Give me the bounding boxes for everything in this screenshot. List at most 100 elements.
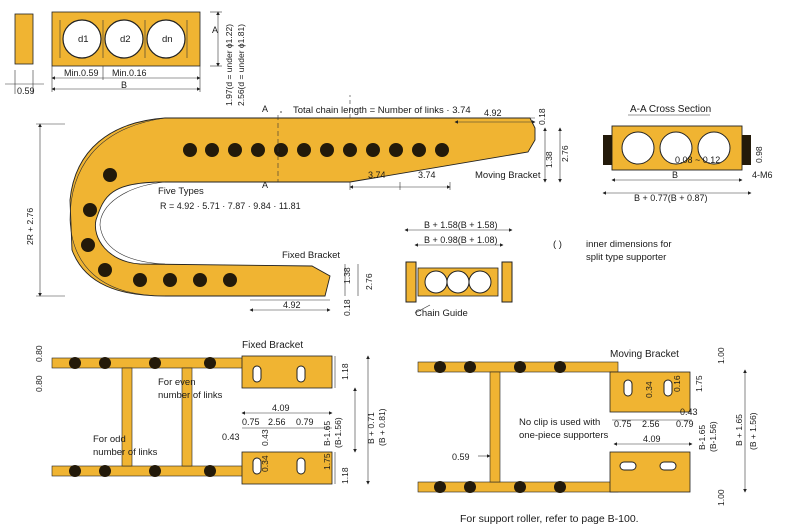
dim-b-156-moving: (B-1.56) (708, 421, 718, 452)
total-length-label: Total chain length = Number of links · 3… (293, 105, 471, 116)
dim-b-077: B + 0.77(B + 0.87) (634, 193, 708, 203)
cross-hole-3 (697, 131, 731, 165)
five-types-label: Five Types (158, 186, 204, 197)
dim-b-158: B + 1.58(B + 1.58) (424, 220, 498, 230)
dim-043-moving: 0.43 (680, 407, 698, 417)
dim-2r-276: 2R + 2.76 (25, 208, 35, 245)
even-links-1: For even (158, 377, 196, 388)
cross-section-title: A-A Cross Section (630, 104, 711, 115)
label-dn: dn (162, 34, 173, 45)
dim-100-top: 1.00 (716, 347, 726, 364)
guide-wall-left (405, 261, 417, 303)
dim-b-156-fixed: (B-1.56) (333, 417, 343, 448)
dim-079-fixed: 0.79 (296, 417, 314, 427)
dim-b-plus-156: (B + 1.56) (748, 412, 758, 450)
dim-409-fixed: 4.09 (272, 403, 290, 413)
dim-b-165-fixed: B-1.65 (322, 421, 332, 446)
dim-492-top: 4.92 (484, 108, 502, 118)
dim-b-071: B + 0.71 (366, 412, 376, 444)
dim-b-plus-165: B + 1.65 (734, 414, 744, 446)
dim-min-059: Min.0.59 (64, 68, 99, 78)
odd-links-2: number of links (93, 447, 158, 458)
note-line-2: split type supporter (586, 252, 666, 263)
chain-side-view: A A Total chain length = Number of links… (25, 95, 570, 316)
link-side-view (14, 13, 34, 65)
dim-256-moving: 2.56 (642, 419, 660, 429)
dim-034-fixed: 0.34 (260, 455, 270, 472)
dim-043-fixed-b: 0.43 (260, 429, 270, 446)
link-circle-d1 (62, 19, 102, 59)
chain-guide: B + 1.58(B + 1.58) B + 0.98(B + 1.08) Ch… (404, 220, 672, 319)
guide-wall-right (501, 261, 513, 303)
moving-bracket-plate-top (609, 371, 691, 413)
dim-492-bottom: 4.92 (283, 300, 301, 310)
chain-guide-label: Chain Guide (415, 308, 468, 319)
chain-link-pins (81, 143, 449, 287)
pitch-374-2: 3.74 (418, 170, 436, 180)
note-line-1: inner dimensions for (586, 239, 672, 250)
dim-b-cross: B (672, 170, 678, 180)
dim-016-moving: 0.16 (672, 375, 682, 392)
dim-409-moving: 4.09 (643, 434, 661, 444)
dim-018-bottom: 0.18 (342, 299, 352, 316)
dim-098: 0.98 (754, 146, 764, 163)
dim-b-165-moving: B-1.65 (697, 425, 707, 450)
link-circle-dn (146, 19, 186, 59)
dim-034-moving: 0.34 (644, 381, 654, 398)
link-detail: d1 d2 dn Min.0.59 Min.0.16 B 0.59 A 1.97… (5, 11, 246, 106)
cross-bolt-left (603, 135, 612, 165)
dim-d-under-181: 2.56(d = under ϕ1.81) (236, 24, 246, 106)
dim-276-bottom: 2.76 (364, 273, 374, 290)
dim-4-m6: 4-M6 (752, 170, 773, 180)
dim-d-under-122: 1.97(d = under ϕ1.22) (224, 24, 234, 106)
dim-118-fixed-bottom: 1.18 (340, 467, 350, 484)
dim-138-bottom: 1.38 (342, 267, 352, 284)
even-links-2: number of links (158, 390, 223, 401)
dim-138-top: 1.38 (544, 151, 554, 168)
dim-b-top: B (121, 80, 127, 90)
dim-043-fixed-a: 0.43 (222, 432, 240, 442)
moving-bracket-label: Moving Bracket (475, 170, 541, 181)
chain-body (69, 117, 536, 297)
moving-bracket-plate-bottom (609, 451, 691, 493)
dim-008-012: 0.08 ~ 0.12 (675, 155, 720, 165)
fixed-bracket-plan: Fixed Bracket 0.80 0.80 For even number … (34, 340, 387, 485)
link-circle-d2 (104, 19, 144, 59)
dim-059-moving: 0.59 (452, 452, 470, 462)
odd-links-1: For odd (93, 434, 126, 445)
label-d2: d2 (120, 34, 131, 45)
dim-118-fixed-top: 1.18 (340, 363, 350, 380)
fixed-plan-title: Fixed Bracket (242, 340, 303, 351)
moving-plan-title: Moving Bracket (610, 349, 679, 360)
cross-hole-2 (659, 131, 693, 165)
dim-080-top: 0.80 (34, 345, 44, 362)
dim-256-fixed: 2.56 (268, 417, 286, 427)
dim-b-081: (B + 0.81) (377, 408, 387, 446)
section-a-bottom: A (262, 180, 268, 190)
dim-b-098: B + 0.98(B + 1.08) (424, 235, 498, 245)
dim-min-016: Min.0.16 (112, 68, 147, 78)
dim-100-bottom: 1.00 (716, 489, 726, 506)
no-clip-2: one-piece supporters (519, 430, 608, 441)
cross-bolt-right (742, 135, 751, 165)
fixed-crossbar-2 (181, 367, 193, 467)
label-d1: d1 (78, 34, 89, 45)
dim-059-top: 0.59 (17, 86, 35, 96)
note-paren: ( ) (553, 239, 562, 250)
fixed-bracket-label: Fixed Bracket (282, 250, 340, 261)
r-values-label: R = 4.92 · 5.71 · 7.87 · 9.84 · 11.81 (160, 201, 301, 211)
dim-080-bottom: 0.80 (34, 375, 44, 392)
fixed-crossbar-1 (121, 367, 133, 467)
moving-bracket-plan: Moving Bracket 1.00 1.00 0.34 0.16 1.75 … (417, 347, 758, 506)
section-a-top: A (262, 104, 268, 114)
cross-section: A-A Cross Section 0.08 ~ 0.12 0.98 B 4-M… (602, 104, 773, 203)
dim-075-fixed: 0.75 (242, 417, 260, 427)
dim-075-moving: 0.75 (614, 419, 632, 429)
pitch-374-1: 3.74 (368, 170, 386, 180)
dim-175-moving: 1.75 (694, 375, 704, 392)
dim-175-fixed: 1.75 (322, 453, 332, 470)
dim-079-moving: 0.79 (676, 419, 694, 429)
dim-a: A (212, 25, 218, 35)
no-clip-1: No clip is used with (519, 417, 600, 428)
